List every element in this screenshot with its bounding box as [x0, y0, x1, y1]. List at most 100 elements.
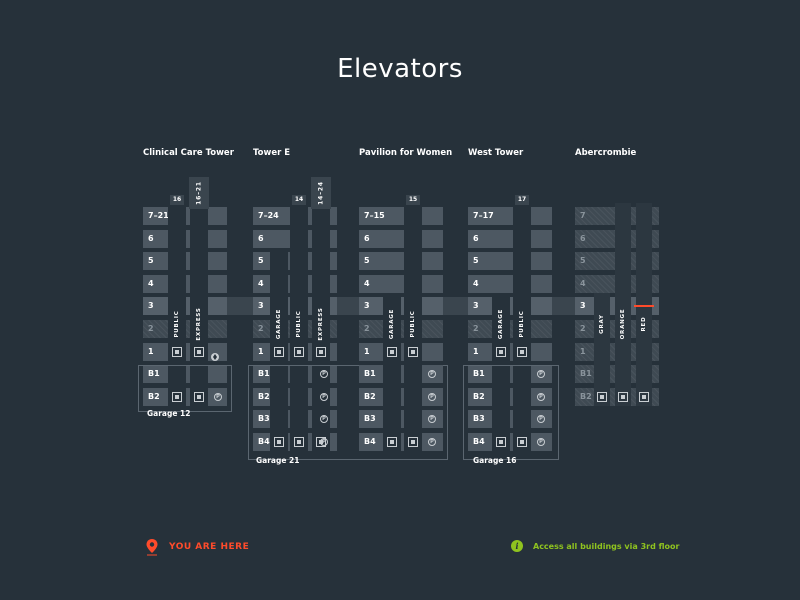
floor-label: B2: [473, 391, 485, 401]
elevator-icon: [387, 437, 397, 447]
top-floor-tag: 15: [406, 195, 420, 205]
shaft-label: PUBLIC: [410, 310, 416, 338]
floor-label: B3: [473, 414, 485, 424]
floor-label: 6: [364, 233, 370, 243]
elevator-icon: [387, 346, 397, 357]
info-text: Access all buildings via 3rd floor: [533, 541, 680, 551]
floor-row[interactable]: 4: [359, 274, 443, 293]
garage-outline: [138, 365, 232, 412]
floor-label: 4: [148, 278, 154, 288]
elevator-shaft: GRAY: [594, 293, 610, 406]
floor-label: 4: [364, 278, 370, 288]
shaft-label: PUBLIC: [296, 310, 302, 338]
floor-row[interactable]: B3: [359, 410, 443, 429]
floor-label: B3: [258, 414, 270, 424]
elevator-icon: [294, 346, 304, 357]
shaft-label: GARAGE: [498, 308, 504, 340]
elevator-shaft: RED: [636, 203, 652, 406]
you-are-here-marker: [210, 347, 220, 361]
elevator-icon: [496, 437, 506, 447]
floor-row[interactable]: B1: [468, 365, 552, 384]
floor-row[interactable]: B4: [468, 433, 552, 451]
parking-icon: P: [428, 392, 436, 401]
elevator-shaft: PUBLIC: [290, 203, 308, 451]
garage-label: Garage 16: [473, 456, 517, 465]
floor-label: B1: [580, 369, 592, 379]
floor-label: B1: [473, 369, 485, 379]
floor-label: 1: [580, 346, 586, 356]
parking-icon: P: [537, 438, 545, 446]
floor-label: 2: [258, 324, 264, 333]
building-name: Tower E: [253, 148, 291, 158]
floor-row[interactable]: B2: [468, 387, 552, 406]
elevator-icon: [294, 437, 304, 447]
parking-icon: P: [320, 392, 328, 401]
floor-row[interactable]: B4: [359, 433, 443, 451]
floor-row[interactable]: 5: [359, 252, 443, 271]
parking-icon: P: [428, 370, 436, 379]
shaft-label: GARAGE: [389, 308, 395, 340]
floor-label: 5: [580, 256, 586, 266]
parking-icon: P: [320, 370, 328, 379]
you-are-here-label: YOU ARE HERE: [169, 542, 250, 552]
parking-icon: P: [537, 392, 545, 401]
floor-row[interactable]: 5: [468, 252, 552, 271]
floor-label: 3: [148, 301, 154, 311]
elevator-icon: [408, 437, 418, 447]
shaft-label: GARAGE: [276, 308, 282, 340]
page-title: Elevators: [337, 54, 463, 84]
elevator-shaft: EXPRESS: [312, 203, 330, 451]
parking-icon: P: [428, 438, 436, 446]
building-name: West Tower: [468, 148, 524, 158]
top-floor-tag: 17: [515, 195, 529, 205]
floor-row[interactable]: 4: [468, 274, 552, 293]
floor-row[interactable]: B3: [468, 410, 552, 429]
building-name: Pavilion for Women: [359, 148, 453, 158]
shaft-label: RED: [641, 316, 647, 332]
floor-row[interactable]: 1: [468, 342, 552, 361]
floor-row[interactable]: 7–15: [359, 207, 443, 225]
floor-label: B2: [364, 391, 376, 401]
top-floor-tag: 16: [170, 195, 184, 205]
floor-row[interactable]: 7–17: [468, 207, 552, 225]
floor-label: B4: [364, 437, 376, 446]
floor-label: 1: [148, 346, 154, 356]
floor-label: 3: [473, 301, 479, 311]
floor-row[interactable]: B2: [359, 387, 443, 406]
floor-label: B3: [364, 414, 376, 424]
floor-label: 3: [364, 301, 370, 311]
floor-row[interactable]: 6: [359, 229, 443, 248]
floor-label: 5: [364, 256, 370, 266]
parking-icon: P: [537, 370, 545, 379]
floor-row[interactable]: 2: [359, 320, 443, 338]
elevator-icon: [597, 391, 607, 402]
floor-row[interactable]: B1: [359, 365, 443, 384]
floor-label: 2: [580, 324, 586, 333]
floor-label: 7: [580, 211, 586, 220]
floor-label: 7–24: [258, 211, 279, 220]
elevator-icon: [194, 346, 204, 357]
map-pin-icon: [145, 538, 159, 556]
garage-label: Garage 21: [256, 456, 300, 465]
floor-label: 4: [258, 278, 264, 288]
elevator-icon: [316, 346, 326, 357]
floor-row[interactable]: 3: [468, 297, 552, 316]
floor-label: B2: [258, 391, 270, 401]
elevator-icon: [517, 437, 527, 447]
building-name: Clinical Care Tower: [143, 148, 234, 158]
floor-row[interactable]: 6: [468, 229, 552, 248]
top-range-label: 14–24: [317, 181, 325, 205]
floor-label: 7–17: [473, 211, 494, 220]
you-are-here-legend: YOU ARE HERE: [145, 538, 249, 556]
shaft-label: GRAY: [599, 314, 605, 334]
floor-row[interactable]: 1: [359, 342, 443, 361]
elevator-shaft: GARAGE: [383, 293, 401, 451]
floor-label: 5: [258, 256, 264, 266]
floor-row[interactable]: 3: [359, 297, 443, 316]
floor-row[interactable]: 2: [468, 320, 552, 338]
floor-label: 2: [364, 324, 370, 333]
floor-label: 3: [580, 301, 586, 311]
floor-label: B1: [258, 369, 270, 379]
floor-label: 2: [148, 324, 154, 333]
floor-label: 1: [473, 346, 479, 356]
